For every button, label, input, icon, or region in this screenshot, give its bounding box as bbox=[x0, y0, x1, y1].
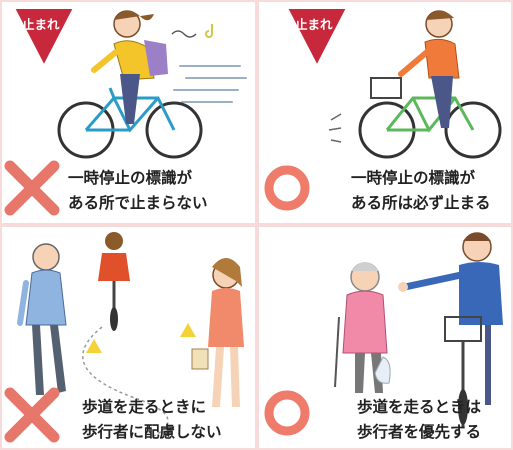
cyclist-stopping-at-sign-illustration bbox=[264, 7, 502, 211]
panel-stop: 止まれ 一時停止の標識が ある所は必ず止まる bbox=[259, 2, 511, 223]
caption-line-1: 歩道を走るときは bbox=[357, 398, 482, 416]
caption-line-1: 歩道を走るときに bbox=[82, 398, 207, 416]
stop-sign-label: 止まれ bbox=[295, 17, 333, 32]
caption-line-2: ある所は必ず止まる bbox=[351, 194, 491, 212]
stop-sign-icon bbox=[12, 7, 76, 69]
stop-sign-label: 止まれ bbox=[22, 17, 60, 32]
circle-mark-icon bbox=[264, 390, 310, 436]
caption-line-1: 一時停止の標識が bbox=[351, 169, 476, 187]
panel-no-stop: 止まれ 一時停止の標識が ある所で止まらない bbox=[2, 2, 255, 223]
panel-sidewalk-careless: 歩道を走るときに 歩行者に配慮しない bbox=[2, 227, 255, 448]
caption-line-2: ある所で止まらない bbox=[68, 194, 208, 212]
caption-line-1: 一時停止の標識が bbox=[68, 169, 193, 187]
panel-sidewalk-yield: 歩道を走るときは 歩行者を優先する bbox=[259, 227, 511, 448]
stop-sign-icon bbox=[285, 7, 349, 69]
circle-mark-icon bbox=[264, 165, 310, 211]
cross-mark-icon bbox=[4, 160, 60, 216]
cyclist-ignoring-stop-sign-illustration bbox=[4, 7, 247, 216]
cyclist-startling-pedestrians-illustration bbox=[4, 232, 244, 443]
caption-line-2: 歩行者に配慮しない bbox=[82, 423, 222, 441]
cross-mark-icon bbox=[4, 387, 60, 443]
cyclist-yielding-to-pedestrian-illustration bbox=[264, 232, 503, 436]
caption-line-2: 歩行者を優先する bbox=[357, 423, 482, 441]
